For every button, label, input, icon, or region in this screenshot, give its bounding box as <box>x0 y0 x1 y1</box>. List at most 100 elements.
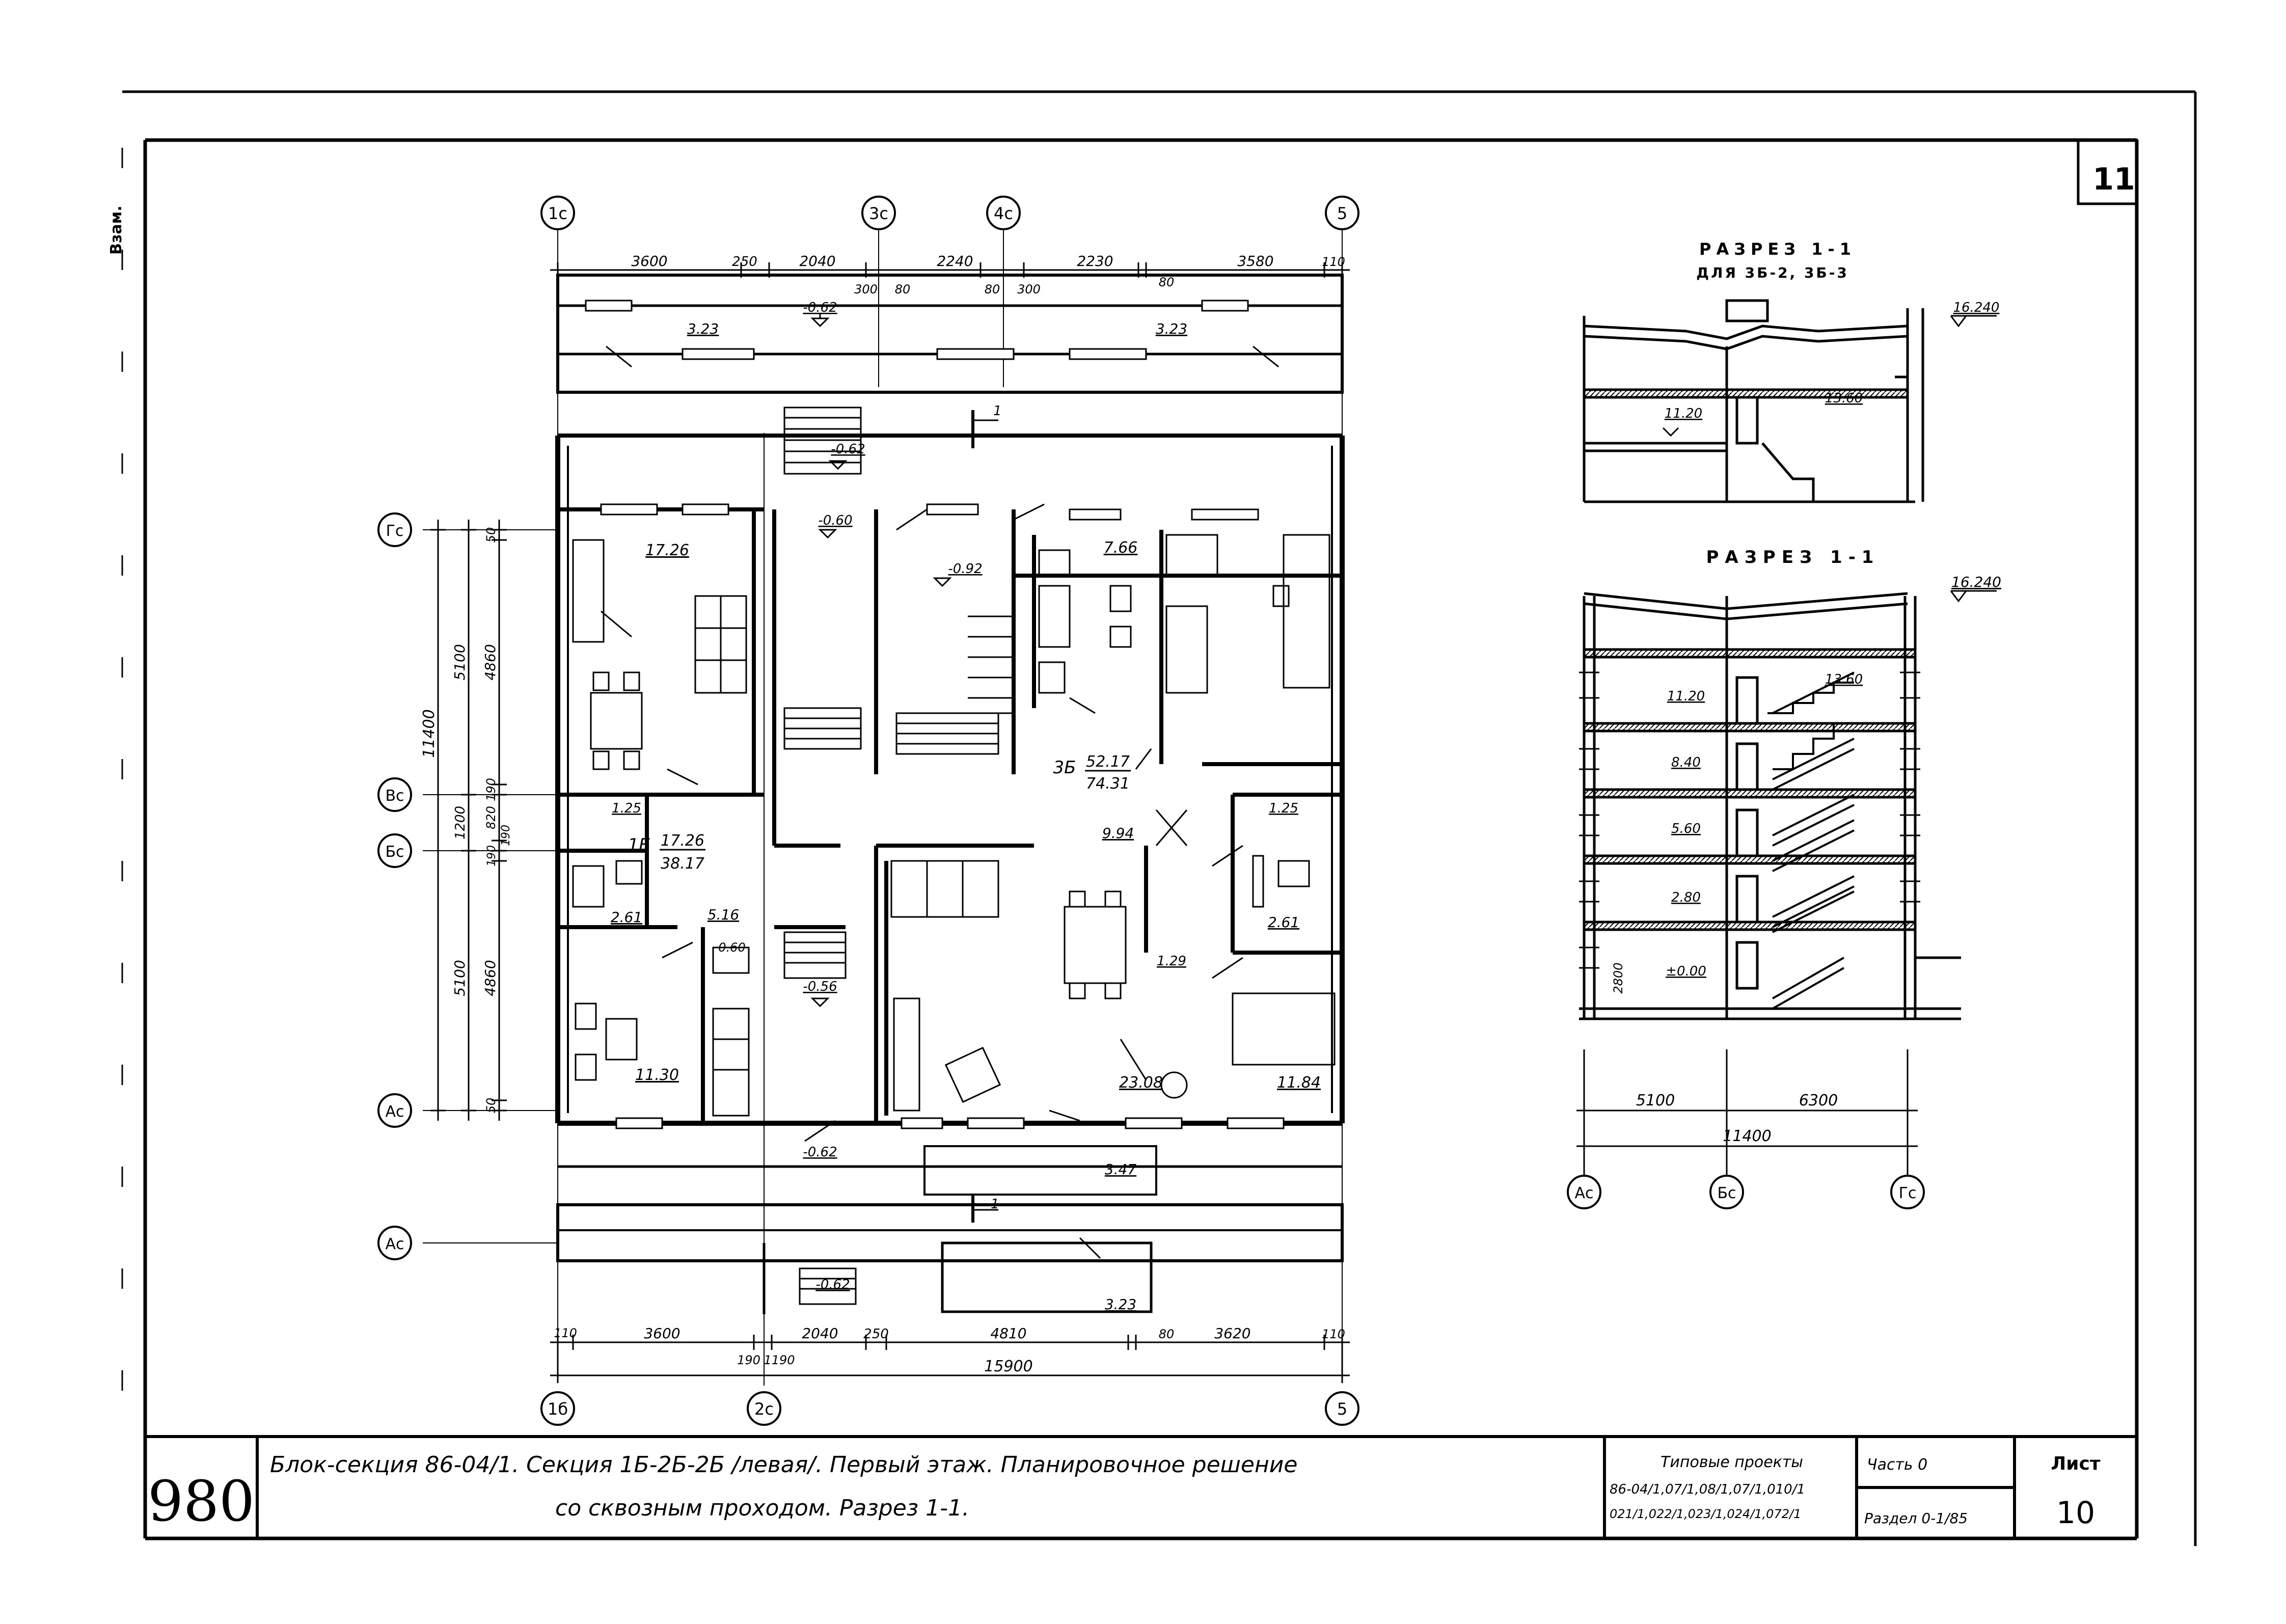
apartment-label: 3Б <box>1053 757 1076 778</box>
dim: 2240 <box>937 253 973 269</box>
room-area: 5.16 <box>707 906 739 923</box>
dim: 80 <box>895 282 911 296</box>
window-ticks <box>1579 671 1920 969</box>
room-area: 11.30 <box>635 1066 679 1084</box>
projects-header: Типовые проекты <box>1661 1453 1803 1471</box>
plan-furniture <box>572 534 1336 1117</box>
room-area: 1.29 <box>1157 954 1186 969</box>
section-title: РАЗРЕЗ 1-1 <box>1706 547 1880 567</box>
axis-label: Вс <box>385 787 404 805</box>
dim: 2230 <box>1077 253 1113 269</box>
level-mark: 11.20 <box>1667 689 1705 704</box>
axis-label: Бс <box>1717 1184 1736 1202</box>
sheet-frame <box>121 90 2197 1546</box>
level-marks: -0.62 -0.62 -0.60 -0.92 -0.56 -0.62 -0.6… <box>803 300 982 1292</box>
level-mark: -0.56 <box>803 979 837 994</box>
total-width: 15900 <box>984 1358 1032 1375</box>
room-areas: 3.23 3.23 17.26 7.66 1.25 2.61 5.16 0.60… <box>611 320 1321 1313</box>
corner-number: 11 <box>2092 161 2135 197</box>
room-area: 1.25 <box>1269 801 1298 816</box>
room-area: 3.23 <box>687 320 719 337</box>
section-title: РАЗРЕЗ 1-1 <box>1699 239 1856 259</box>
axis-label: Ас <box>385 1235 404 1253</box>
dim: 3600 <box>644 1325 680 1342</box>
dim: 110 <box>554 1326 577 1340</box>
corner-number-box: 11 <box>2077 139 2138 205</box>
plan-walls <box>555 274 1345 1314</box>
level-mark: 13.60 <box>1825 391 1863 406</box>
title-line-2: со сквозным проходом. Разрез 1-1. <box>555 1495 969 1521</box>
level-mark: -0.60 <box>818 513 852 528</box>
level-mark: 2.80 <box>1671 890 1701 905</box>
room-area: 11.84 <box>1277 1074 1321 1092</box>
title-block: 980 Блок-секция 86-04/1. Секция 1Б-2Б-2Б… <box>145 1435 2137 1538</box>
axis-label: 5 <box>1337 1399 1347 1419</box>
room-area: 3.23 <box>1156 320 1187 337</box>
dim: 250 <box>732 254 757 269</box>
cut-mark: 1 <box>993 403 1002 419</box>
dim: 3620 <box>1214 1325 1250 1342</box>
level-mark: 16.240 <box>1951 574 2001 590</box>
dim: 820 <box>484 806 498 829</box>
apartment-total-area: 74.31 <box>1086 775 1130 793</box>
apartment-living-area: 52.17 <box>1086 753 1130 771</box>
axis-label: Ас <box>385 1103 404 1121</box>
axis-label: 2c <box>754 1399 774 1419</box>
dim: 2040 <box>802 1325 838 1342</box>
level-height: 2800 <box>1611 962 1625 993</box>
top-axis-markers: 1c 3c 4c 5 <box>540 196 1359 230</box>
axis-label: Бс <box>385 843 404 861</box>
dim: 2040 <box>799 253 835 269</box>
bottom-dimension-chain: 110 3600 2040 250 4810 80 3620 110 190 1… <box>550 1325 1350 1383</box>
list-number: 10 <box>2056 1495 2095 1531</box>
dim: 300 <box>854 282 878 296</box>
stamp-label: Взам. <box>107 206 125 255</box>
dim: 80 <box>985 282 1000 296</box>
top-dimension-chain: 3600 250 2040 300 80 2240 80 300 2230 80… <box>550 253 1350 296</box>
dim: 5100 <box>451 960 468 996</box>
room-area: 1.25 <box>612 801 641 816</box>
title-line-1: Блок-секция 86-04/1. Секция 1Б-2Б-2Б /ле… <box>270 1452 1297 1478</box>
dim: 4810 <box>990 1325 1026 1342</box>
floor-plan: 1c 3c 4c 5 1б 2c 5 Гс Вс Бс Ас <box>377 196 1359 1426</box>
plan-interior-walls <box>558 509 1340 1123</box>
level-mark: -0.62 <box>803 300 837 315</box>
section-label: Раздел 0-1/85 <box>1864 1510 1968 1527</box>
side-stamp: Взам. <box>107 206 125 255</box>
level-mark: 5.60 <box>1671 821 1701 836</box>
level-mark: -0.62 <box>815 1277 850 1292</box>
axis-label: Гс <box>386 522 404 540</box>
dim: 300 <box>1017 282 1041 296</box>
axis-label: Ас <box>1574 1184 1593 1202</box>
dim: 1190 <box>764 1353 795 1367</box>
level-mark: -0.62 <box>831 442 865 457</box>
dim: 6300 <box>1799 1092 1838 1109</box>
section-large: РАЗРЕЗ 1-1 <box>1567 547 2001 1209</box>
dim: 80 <box>1159 275 1175 289</box>
dim: 190 <box>500 825 512 846</box>
bottom-axis-markers: 1б 2c 5 <box>540 1391 1359 1426</box>
projects-line-2: 021/1,022/1,023/1,024/1,072/1 <box>1610 1507 1801 1521</box>
left-dimension-chain: 50 4860 190 820 190 190 4860 50 5100 120… <box>420 520 512 1121</box>
level-mark: 11.20 <box>1665 406 1702 421</box>
room-area: 3.47 <box>1105 1161 1137 1178</box>
dim: 190 <box>737 1353 760 1367</box>
room-area: 2.61 <box>611 909 642 926</box>
cut-mark: 1 <box>991 1197 999 1212</box>
level-mark: ±0.00 <box>1666 964 1706 979</box>
axis-label: Гс <box>1899 1184 1917 1202</box>
dim: 50 <box>484 1098 498 1114</box>
dim: 5100 <box>451 644 468 680</box>
room-area: 9.94 <box>1102 825 1134 842</box>
dim: 4860 <box>482 644 499 680</box>
left-axis-markers: Гс Вс Бс Ас Ас <box>377 512 412 1260</box>
dim: 1200 <box>453 806 468 840</box>
dim: 190 <box>485 845 498 867</box>
level-mark: 8.40 <box>1671 755 1701 770</box>
projects-line-1: 86-04/1,07/1,08/1,07/1,010/1 <box>1610 1482 1805 1497</box>
part-label: Часть 0 <box>1867 1456 1927 1474</box>
dim: 3580 <box>1237 253 1273 269</box>
room-area: 7.66 <box>1104 539 1138 557</box>
plan-windows <box>585 300 1285 1129</box>
